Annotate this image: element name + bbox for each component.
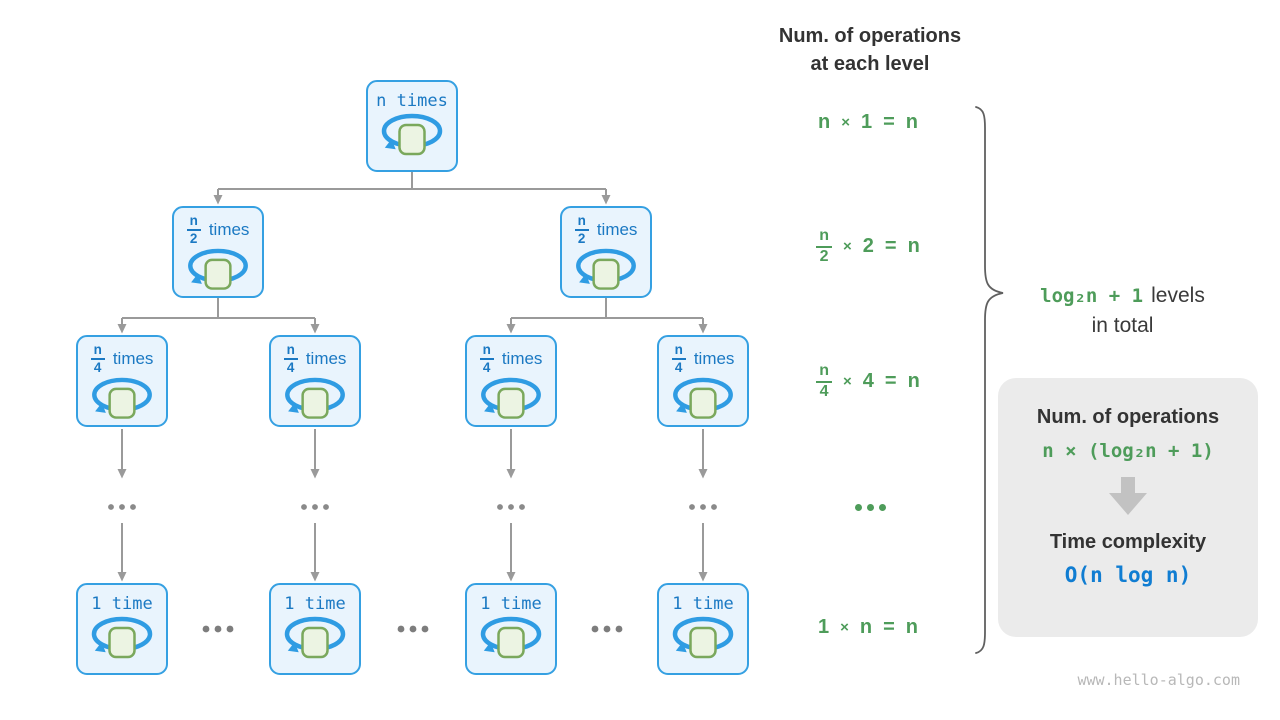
tree-node-bottom-3: 1 time [657,583,749,675]
operation-square [689,387,717,419]
operation-square [398,123,426,156]
operation-square [108,387,136,419]
summary-title-operations: Num. of operations [1036,406,1220,428]
operation-square [592,258,620,290]
node-label: 1 time [480,594,542,614]
loop-icon [92,377,152,419]
equation-level-1: n × 1 = n [817,111,918,133]
loop-icon [284,616,346,659]
tree-node-root: n times [366,80,458,172]
operation-square [497,626,525,659]
node-label: 1 time [284,594,346,614]
summary-title-complexity: Time complexity [1049,531,1207,553]
loop-icon [91,616,153,659]
column-ellipsis-dots [108,504,717,510]
tree-node-bottom-2: 1 time [465,583,557,675]
operation-square [497,387,525,419]
loop-icon [285,377,345,419]
bottom-row-ellipsis-dots [202,625,623,633]
loop-icon [672,616,734,659]
operation-square [108,626,136,659]
equation-level-n: 1 × n = n [817,616,918,638]
loop-icon [481,377,541,419]
tree-node-bottom-1: 1 time [269,583,361,675]
loop-icon [188,248,248,290]
loop-icon [381,113,443,156]
operation-square [301,387,329,419]
operations-formula: n × (log₂n + 1) [1042,440,1214,462]
summary-box: Num. of operations n × (log₂n + 1) Time … [998,378,1258,637]
column-header: Num. of operations at each level [778,25,962,75]
loop-icon [480,616,542,659]
node-label: n times [376,91,448,111]
watermark: www.hello-algo.com [1077,671,1240,689]
tree-node-bottom-0: 1 time [76,583,168,675]
loop-icon [576,248,636,290]
loop-icon [673,377,733,419]
time-complexity-value: O(n log n) [1064,563,1192,587]
equation-ellipsis [855,504,886,511]
operation-square [204,258,232,290]
node-label: 1 time [91,594,153,614]
operation-square [301,626,329,659]
brace [975,106,1004,654]
down-arrow-icon [1109,477,1147,515]
operation-square [689,626,717,659]
node-label: 1 time [672,594,734,614]
